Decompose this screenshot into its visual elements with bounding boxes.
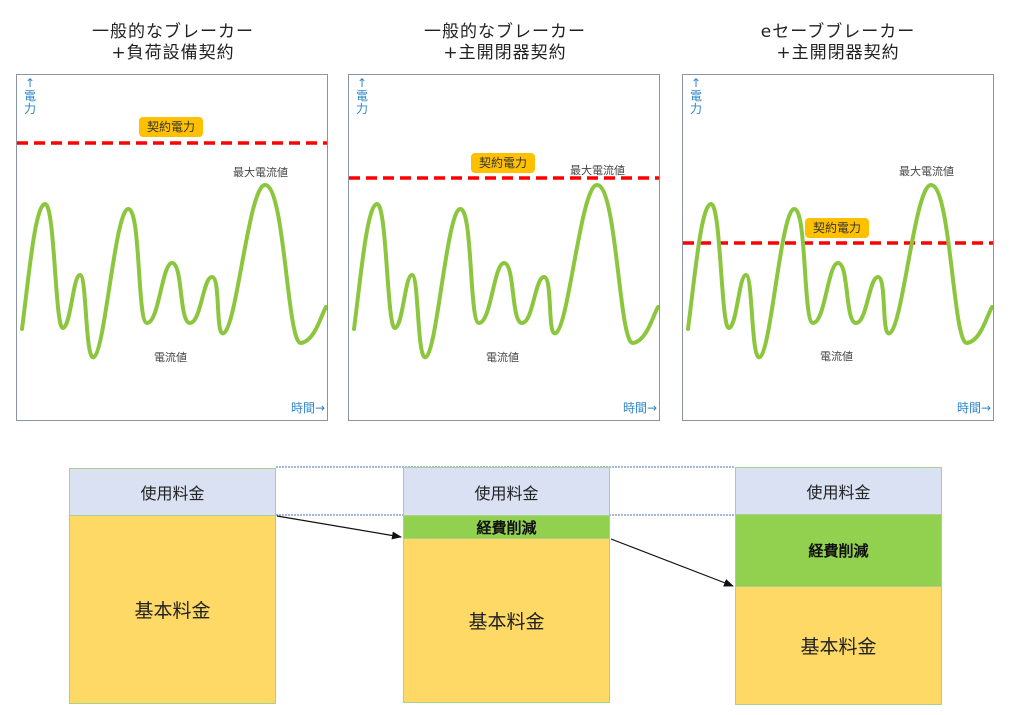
panel-3-title-line1: eセーブブレーカー [760, 22, 916, 42]
contract-power-badge: 契約電力 [471, 153, 536, 173]
cost-bar-1: 使用料金 基本料金 [69, 468, 276, 704]
panel-1-title-line2: +負荷設備契約 [111, 43, 235, 63]
max-current-label: 最大電流値 [233, 166, 288, 179]
cost-bar-3: 使用料金 経費削減 基本料金 [735, 467, 942, 705]
cost-bar-2: 使用料金 経費削減 基本料金 [403, 467, 610, 703]
cost-saving-segment: 経費削減 [735, 514, 942, 587]
power-chart-panel-1: ↑電力 契約電力 最大電流値 電流値 時間→ [16, 74, 328, 421]
power-chart-panel-3: ↑電力 契約電力 最大電流値 電流値 時間→ [682, 74, 994, 421]
y-axis-label: ↑電力 [689, 76, 702, 116]
panel-3-title-line2: +主開閉器契約 [776, 43, 900, 63]
usage-fee-segment: 使用料金 [735, 467, 942, 515]
max-current-label: 最大電流値 [570, 164, 625, 177]
panel-1-title: 一般的なブレーカー +負荷設備契約 [13, 22, 333, 64]
max-current-label: 最大電流値 [899, 165, 954, 178]
panel-3-title: eセーブブレーカー +主開閉器契約 [678, 22, 998, 64]
base-fee-segment: 基本料金 [735, 586, 942, 705]
panel-1-title-line1: 一般的なブレーカー [92, 22, 254, 42]
current-wave [683, 182, 993, 360]
current-value-label: 電流値 [486, 351, 519, 364]
panel-2-title-line1: 一般的なブレーカー [424, 22, 586, 42]
contract-power-badge: 契約電力 [139, 117, 204, 137]
x-axis-label: 時間→ [290, 401, 325, 415]
power-chart-panel-2: ↑電力 契約電力 最大電流値 電流値 時間→ [348, 74, 660, 421]
current-wave-line [352, 182, 659, 360]
x-axis-label: 時間→ [956, 401, 991, 415]
arrow-icon [276, 515, 402, 540]
usage-fee-segment: 使用料金 [403, 467, 610, 516]
current-value-label: 電流値 [154, 351, 187, 364]
cost-saving-segment: 経費削減 [403, 515, 610, 539]
contract-power-badge: 契約電力 [805, 218, 870, 238]
y-axis-label: ↑電力 [355, 76, 368, 116]
current-wave-line [20, 182, 327, 360]
current-value-label: 電流値 [820, 350, 853, 363]
current-wave-line [686, 182, 993, 360]
base-fee-segment: 基本料金 [403, 538, 610, 703]
x-axis-label: 時間→ [622, 401, 657, 415]
base-fee-segment: 基本料金 [69, 515, 276, 704]
y-axis-label: ↑電力 [23, 76, 36, 116]
panel-2-title: 一般的なブレーカー +主開閉器契約 [345, 22, 665, 64]
usage-fee-segment: 使用料金 [69, 468, 276, 516]
arrow-icon [610, 538, 734, 587]
current-wave [349, 176, 659, 360]
panel-2-title-line2: +主開閉器契約 [443, 43, 567, 63]
current-wave [17, 141, 327, 360]
